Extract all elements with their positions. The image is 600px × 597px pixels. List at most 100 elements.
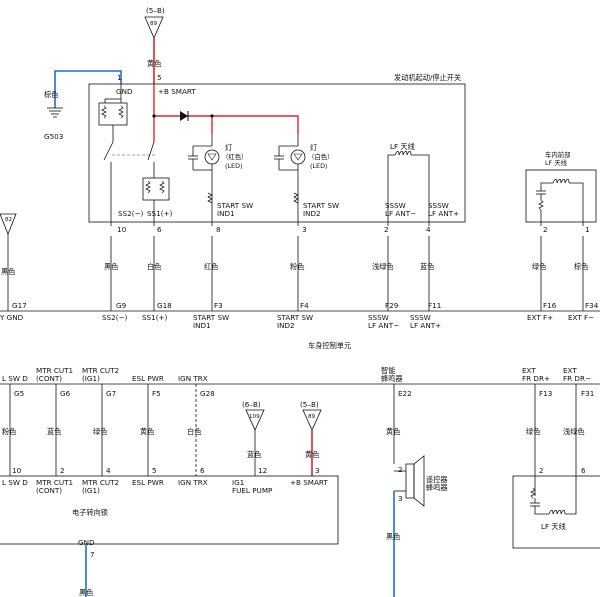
bcm-lbl-lfm-b: LF ANT−	[368, 321, 399, 330]
lamp-white-color: （白色）	[308, 152, 334, 161]
bcm-lbl-ss1: SS1(+)	[142, 313, 168, 322]
esl-pin2: 2	[60, 466, 65, 475]
wire-pink-1: 粉色	[290, 262, 304, 271]
esl-lsw: L SW D	[2, 478, 28, 487]
bcm-lsw: L SW D	[2, 374, 28, 383]
bcm-f29: F29	[385, 301, 399, 310]
led-lamp-white-icon	[274, 134, 306, 226]
diode-icon	[180, 111, 188, 121]
esl-unit-box	[0, 475, 339, 545]
b-smart-label: +B SMART	[158, 87, 196, 96]
wire-black-3: 黑色	[79, 588, 93, 597]
resistor-pair-icon	[98, 99, 128, 126]
wire-blue-3: 蓝色	[247, 450, 261, 459]
bcm-f16: F16	[543, 301, 557, 310]
buzzer-pin2: 2	[398, 465, 403, 474]
esl-ig1-b: FUEL PUMP	[232, 486, 273, 495]
bcm-f13: F13	[539, 389, 552, 398]
bcm-g18: G18	[157, 301, 172, 310]
bcm-ext-dr-m-b: FR DR−	[563, 374, 591, 383]
front-antenna-title-b: LF 天线	[545, 158, 568, 167]
esl-gnd: GND	[78, 538, 95, 547]
bcm-buzzer-a: 智能	[381, 366, 395, 375]
bcm-f5: F5	[152, 389, 161, 398]
lf-antenna-icon	[387, 150, 430, 226]
bcm-buzzer-b: 蜂鸣器	[381, 374, 403, 383]
esl-mtr1-b: (CONT)	[36, 486, 62, 495]
lamp-red-led: (LED)	[225, 162, 243, 170]
lamp-white-label: 灯	[310, 143, 317, 152]
wire-green-2: 绿色	[93, 427, 107, 436]
wire-red-1: 红色	[204, 262, 218, 271]
bcm-lbl-ind2-a: START SW	[277, 313, 313, 322]
wire-red-internal	[153, 84, 299, 134]
wire-yellow-top-label: 黄色	[147, 59, 161, 68]
fuse-num-label: 89	[150, 21, 158, 27]
bcm-g6: G6	[60, 389, 71, 398]
bcm-ign: IGN TRX	[178, 374, 208, 383]
bcm-g28: G28	[200, 389, 215, 398]
esl-esl: ESL PWR	[132, 478, 164, 487]
ss-pin8: 8	[216, 225, 221, 234]
esl-title: 电子转向锁	[72, 508, 108, 517]
esl-mtr1-a: MTR CUT1	[36, 478, 73, 487]
lamp-red-label: 灯	[225, 143, 232, 152]
lamp-red-color: （红色）	[222, 152, 248, 161]
resistor-pair-2-icon	[142, 177, 170, 201]
wire-brown-1: 棕色	[574, 262, 588, 271]
bcm-ext-dr-m-a: EXT	[563, 366, 577, 375]
bcm-lbl-ind2-b: IND2	[277, 321, 295, 330]
wire-green-1: 绿色	[532, 262, 546, 271]
bcm-lbl-ss2: SS2(−)	[102, 313, 128, 322]
bcm-lbl-extm: EXT F−	[568, 313, 594, 322]
ground-82-num: 82	[5, 217, 12, 223]
led-lamp-red-icon	[188, 134, 220, 226]
ground-wire-label: 棕色	[44, 90, 58, 99]
switch-contact-2-icon	[147, 141, 155, 161]
bcm-g9: G9	[116, 301, 127, 310]
bcm-f34: F34	[585, 301, 599, 310]
fuse-5b-mid-num: 89	[308, 414, 316, 420]
start-stop-switch-box	[88, 83, 466, 223]
door-antenna-label: LF 天线	[541, 522, 566, 531]
ss1-label: SS1(+)	[147, 209, 173, 218]
lf-pin4: 4	[426, 225, 431, 234]
bcm-g5: G5	[14, 389, 24, 398]
esl-pin7: 7	[90, 550, 95, 559]
fuse-5b-89-top: (5–B) 89	[144, 6, 165, 40]
fuse-6b-triangle-icon	[245, 409, 265, 431]
ssw-plus-b: LF ANT+	[428, 209, 459, 218]
start-ind1-label-b: IND1	[217, 209, 235, 218]
front-antenna-title-a: 车内前部	[545, 150, 571, 159]
wire-brown-ground	[54, 70, 122, 108]
bcm-ext-dr-p-a: EXT	[522, 366, 536, 375]
wire-black-left: 黑色	[1, 267, 15, 276]
bcm-g7: G7	[106, 389, 116, 398]
bcm-lbl-ind1-b: IND1	[193, 321, 211, 330]
bcm-ext-dr-p-b: FR DR+	[522, 374, 550, 383]
bcm-e22: E22	[398, 389, 412, 398]
door-lf-antenna-icon	[530, 476, 577, 515]
esl-pin10: 10	[12, 466, 22, 475]
fuse-6b-ref: (6–B)	[242, 400, 261, 409]
lamp-white-led: (LED)	[310, 162, 328, 170]
gnd-label: GND	[116, 87, 133, 96]
buzzer-icon	[394, 455, 425, 507]
wire-white-1: 白色	[147, 262, 161, 271]
esl-mtr2-b: (IG1)	[82, 486, 100, 495]
wire-pink-2: 粉色	[2, 427, 16, 436]
esl-pin5: 5	[152, 466, 157, 475]
ground-name-label: G503	[44, 132, 63, 141]
bcm-esl: ESL PWR	[132, 374, 164, 383]
pin-1-label: 1	[117, 73, 122, 82]
door-antenna-box	[512, 475, 600, 549]
start-switch-title: 发动机起动/停止开关	[394, 73, 461, 82]
wire-yellow-3: 黄色	[386, 427, 400, 436]
bcm-lbl-gnd: Y GND	[0, 313, 24, 322]
bcm-mtr1-b: (CONT)	[36, 374, 62, 383]
ss-pin10: 10	[117, 225, 127, 234]
switch-contact-icon	[103, 141, 114, 161]
esl-ig1-a: IG1	[232, 478, 244, 487]
bcm-lbl-extp: EXT F+	[527, 313, 553, 322]
esl-pin12: 12	[258, 466, 267, 475]
